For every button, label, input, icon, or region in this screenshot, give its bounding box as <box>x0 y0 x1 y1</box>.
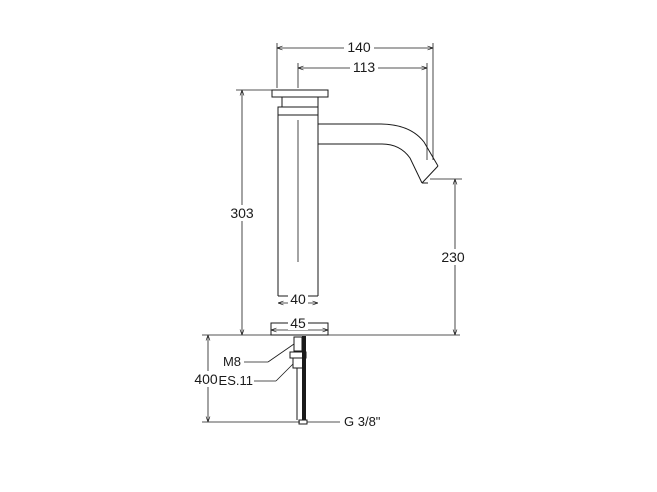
callout-label-es11: ES.11 <box>219 373 253 388</box>
dimension-body-width: 40 <box>278 291 318 307</box>
body-ring <box>277 106 319 116</box>
under-deck-assembly <box>289 336 308 425</box>
dimension-spout-reach: 113 <box>297 59 428 160</box>
callout-connection: G 3/8" <box>307 414 381 429</box>
handle-collar <box>281 96 319 108</box>
callout-label-m8: M8 <box>223 354 241 369</box>
hose-fitting <box>298 419 308 425</box>
dim-label-303: 303 <box>230 205 254 221</box>
dimension-overall-reach: 140 <box>276 39 434 160</box>
callout-label-g38: G 3/8" <box>344 414 381 429</box>
dim-label-400: 400 <box>194 371 218 387</box>
nut-key <box>292 357 304 369</box>
dimension-base-width: 45 <box>271 315 328 331</box>
dimension-below-deck: 400 <box>190 335 300 423</box>
dim-label-230: 230 <box>441 249 465 265</box>
dimension-spout-height: 230 <box>430 178 470 335</box>
dim-label-45: 45 <box>290 315 306 331</box>
dim-label-140: 140 <box>347 39 371 55</box>
spout <box>318 123 439 184</box>
callout-key-size: ES.11 <box>219 363 294 388</box>
dim-label-113: 113 <box>353 59 376 75</box>
dim-label-40: 40 <box>290 291 306 307</box>
handle-lever <box>271 89 329 98</box>
callout-thread: M8 <box>223 343 295 369</box>
flex-hose <box>302 336 306 420</box>
dimension-body-height: 303 <box>228 89 272 335</box>
faucet-body <box>270 89 329 336</box>
threaded-stud <box>293 336 303 352</box>
